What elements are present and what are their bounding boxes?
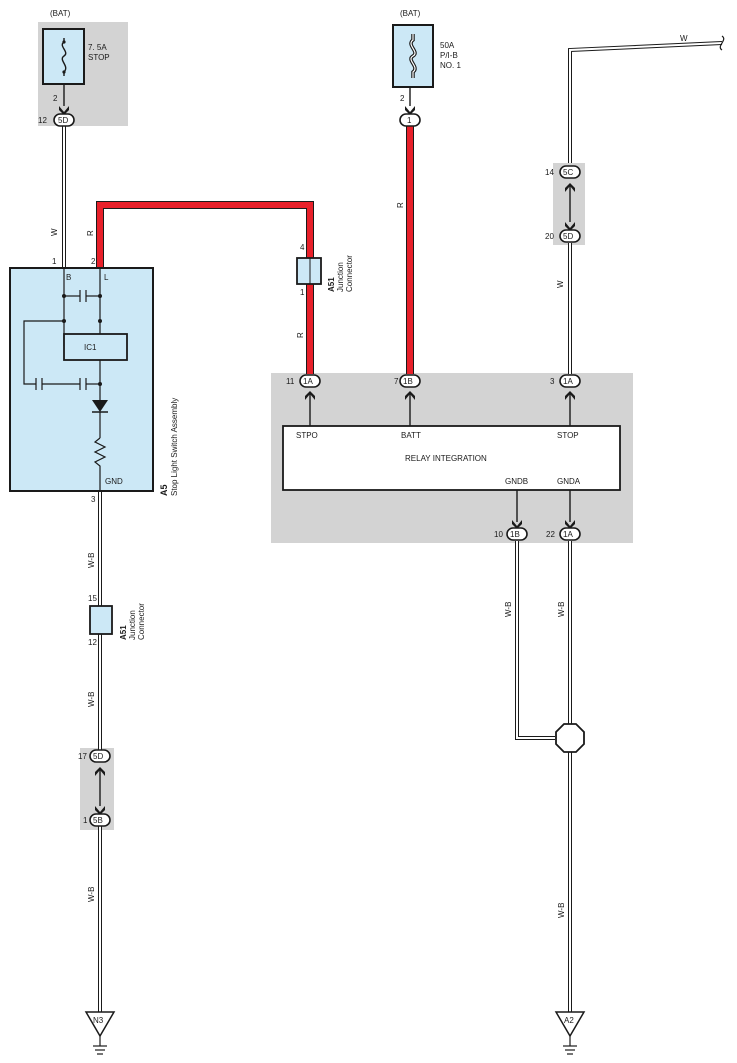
svg-text:17: 17 (78, 752, 87, 761)
wire-label-r-jc: R (296, 332, 305, 338)
ground-n3: N3 (84, 1011, 116, 1055)
fuse-pib-number: NO. 1 (440, 61, 461, 70)
svg-text:Connector: Connector (345, 255, 354, 292)
wire-label-wb-3: W-B (87, 887, 96, 902)
svg-text:3: 3 (91, 495, 96, 504)
svg-text:5D: 5D (93, 752, 103, 761)
ground-a2: A2 (554, 1011, 586, 1055)
fuse-stop-rating: 7. 5A (88, 43, 107, 52)
svg-text:3: 3 (550, 377, 555, 386)
svg-text:1A: 1A (563, 530, 573, 539)
svg-text:Junction: Junction (336, 262, 345, 292)
wire-label-w-right: W (556, 280, 565, 288)
svg-text:5B: 5B (93, 816, 103, 825)
fuse-pib: (BAT) 50A P/I-B NO. 1 2 1 (392, 9, 461, 127)
svg-text:5D: 5D (563, 232, 573, 241)
svg-text:4: 4 (300, 243, 305, 252)
wire-break-icon (719, 35, 725, 51)
svg-text:14: 14 (545, 168, 554, 177)
diode-icon (92, 400, 108, 412)
svg-text:STOP: STOP (557, 431, 579, 440)
svg-text:20: 20 (545, 232, 554, 241)
relay-name: RELAY INTEGRATION (405, 454, 487, 463)
splice-point (555, 723, 585, 753)
wire-label-wb-5: W-B (557, 602, 566, 617)
svg-text:L: L (104, 273, 109, 282)
svg-text:A51: A51 (327, 277, 336, 292)
red-wires (96, 126, 414, 374)
fuse-pib-rating: 50A (440, 41, 455, 50)
svg-text:A51: A51 (119, 625, 128, 640)
svg-text:BATT: BATT (401, 431, 421, 440)
svg-text:A5: A5 (159, 484, 169, 496)
junction-connector-top: 4 1 A51 Junction Connector (296, 243, 354, 297)
fuse-icon (61, 38, 67, 76)
fuse-stop: (BAT) 7. 5A STOP 2 5D 12 (38, 9, 110, 127)
ground-icon (93, 1036, 107, 1055)
wire-label-wb-6: W-B (557, 903, 566, 918)
joint-5c5d: 5C 14 5D 20 (545, 165, 581, 243)
fuse-stop-name: STOP (88, 53, 110, 62)
joint-5d5b: 5D 17 5B 1 (78, 749, 111, 827)
fuse-pib-conn: 1 (407, 116, 412, 125)
fuse-pib-pin-top: 2 (400, 94, 405, 103)
stop-light-switch: 1 2 B L IC1 GND (9, 257, 179, 504)
svg-text:7: 7 (394, 377, 399, 386)
svg-text:B: B (66, 273, 71, 282)
junction-connector-left: 15 12 A51 Junction Connector (88, 594, 146, 647)
svg-text:1: 1 (300, 288, 305, 297)
wire-label-wb-1: W-B (87, 553, 96, 568)
svg-text:GNDA: GNDA (557, 477, 581, 486)
wire-label-wb-4: W-B (504, 602, 513, 617)
wire-label-wb-2: W-B (87, 692, 96, 707)
fuse-stop-pin-top: 2 (53, 94, 58, 103)
svg-text:5C: 5C (563, 168, 573, 177)
svg-text:1: 1 (83, 816, 88, 825)
fuse-stop-conn: 5D (58, 116, 68, 125)
svg-text:Connector: Connector (137, 603, 146, 640)
fuse-pib-name: P/I-B (440, 51, 458, 60)
svg-text:Stop Light Switch Assembly: Stop Light Switch Assembly (170, 398, 179, 496)
ground-a2-label: A2 (564, 1016, 574, 1025)
svg-text:10: 10 (494, 530, 503, 539)
ground-icon (563, 1036, 577, 1055)
wire-label-w-top: W (680, 34, 688, 43)
svg-text:1A: 1A (563, 377, 573, 386)
svg-text:11: 11 (286, 377, 295, 386)
svg-text:1B: 1B (403, 377, 413, 386)
svg-text:22: 22 (546, 530, 555, 539)
svg-text:Junction: Junction (128, 610, 137, 640)
ground-n3-label: N3 (93, 1016, 104, 1025)
svg-text:15: 15 (88, 594, 97, 603)
fuse-stop-pin-conn: 12 (38, 116, 47, 125)
ic1-label: IC1 (84, 343, 97, 352)
relay-integration: 1A 11 1B 7 1A 3 STPO BATT STOP RELAY INT… (282, 374, 621, 541)
svg-text:1A: 1A (303, 377, 313, 386)
wire-label-r-left: R (86, 230, 95, 236)
wire-label-w-left: W (50, 228, 59, 236)
svg-text:1: 1 (52, 257, 57, 266)
svg-text:STPO: STPO (296, 431, 318, 440)
svg-text:12: 12 (88, 638, 97, 647)
fuse-stop-source: (BAT) (50, 9, 71, 18)
svg-text:GNDB: GNDB (505, 477, 528, 486)
white-wires (62, 41, 723, 1012)
svg-text:1B: 1B (510, 530, 520, 539)
wire-label-r-mid: R (396, 202, 405, 208)
svg-text:2: 2 (91, 257, 96, 266)
fuse-pib-source: (BAT) (400, 9, 421, 18)
svg-text:GND: GND (105, 477, 123, 486)
